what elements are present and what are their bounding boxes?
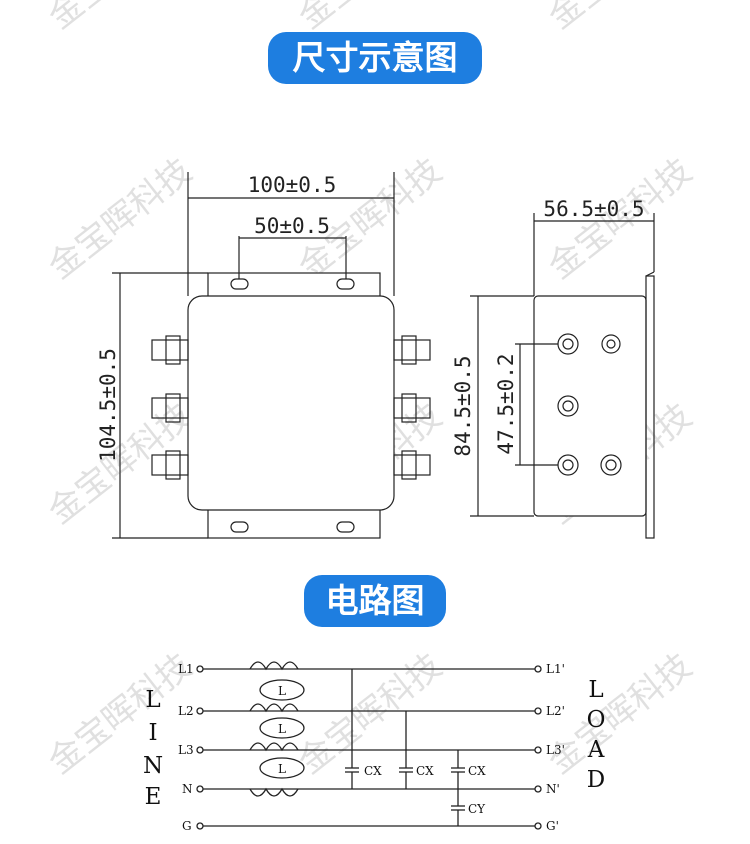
output-label-l2: L2' — [546, 704, 565, 718]
watermark-text: 金宝晖科技 — [541, 0, 700, 37]
terminal-spacing-dimension: 47.5±0.2 — [494, 353, 518, 454]
input-label-l3: L3 — [178, 743, 194, 757]
output-label-g: G' — [546, 819, 559, 833]
filter-body — [187, 295, 395, 511]
hole-spacing-dimension: 50±0.5 — [254, 214, 330, 238]
y-capacitor — [451, 789, 465, 826]
mounting-hole — [336, 521, 355, 533]
side-view — [470, 213, 655, 539]
watermark-text: 金宝晖科技 — [41, 151, 200, 287]
choke-label: L — [278, 684, 286, 698]
line-letter: E — [145, 784, 162, 810]
load-letter: L — [588, 677, 603, 703]
front-view — [112, 172, 431, 539]
input-label-l1: L1 — [178, 662, 194, 676]
terminal-group-left — [151, 335, 189, 480]
choke-label: L — [278, 722, 286, 736]
choke-label: L — [278, 762, 286, 776]
circuit-diagram — [196, 661, 542, 830]
watermark-text: 金宝晖科技 — [41, 0, 200, 37]
side-height-dimension: 84.5±0.5 — [451, 355, 475, 456]
cy-label: CY — [468, 802, 486, 816]
side-body — [533, 295, 647, 517]
line-letter: I — [148, 720, 157, 746]
mounting-hole — [230, 521, 249, 533]
cx-label: CX — [364, 764, 382, 778]
input-label-l2: L2 — [178, 704, 194, 718]
input-label-n: N — [182, 782, 193, 796]
depth-dimension: 56.5±0.5 — [543, 197, 644, 221]
input-label-g: G — [182, 819, 192, 833]
output-label-l3: L3' — [546, 743, 565, 757]
terminal-group-right — [393, 335, 431, 480]
cx-label: CX — [468, 764, 486, 778]
cx-label: CX — [416, 764, 434, 778]
common-mode-choke — [249, 661, 305, 797]
output-label-l1: L1' — [546, 662, 565, 676]
overall-width-dimension: 100±0.5 — [248, 173, 337, 197]
line-letter: N — [143, 753, 163, 779]
dimension-title-badge: 尺寸示意图 — [268, 32, 482, 84]
side-flange — [645, 275, 655, 539]
watermark-text: 金宝晖科技 — [291, 646, 450, 782]
output-label-n: N' — [546, 782, 560, 796]
terminal-studs — [557, 333, 622, 476]
load-letter: O — [587, 707, 606, 733]
load-letter: D — [587, 767, 605, 793]
load-letter: A — [587, 737, 605, 763]
watermark-text: 金宝晖科技 — [41, 646, 200, 782]
x-capacitors — [345, 669, 465, 789]
watermark-text: 金宝晖科技 — [291, 0, 450, 37]
height-dimension: 104.5±0.5 — [96, 348, 120, 462]
line-letter: L — [145, 687, 160, 713]
circuit-title-badge: 电路图 — [304, 575, 446, 627]
